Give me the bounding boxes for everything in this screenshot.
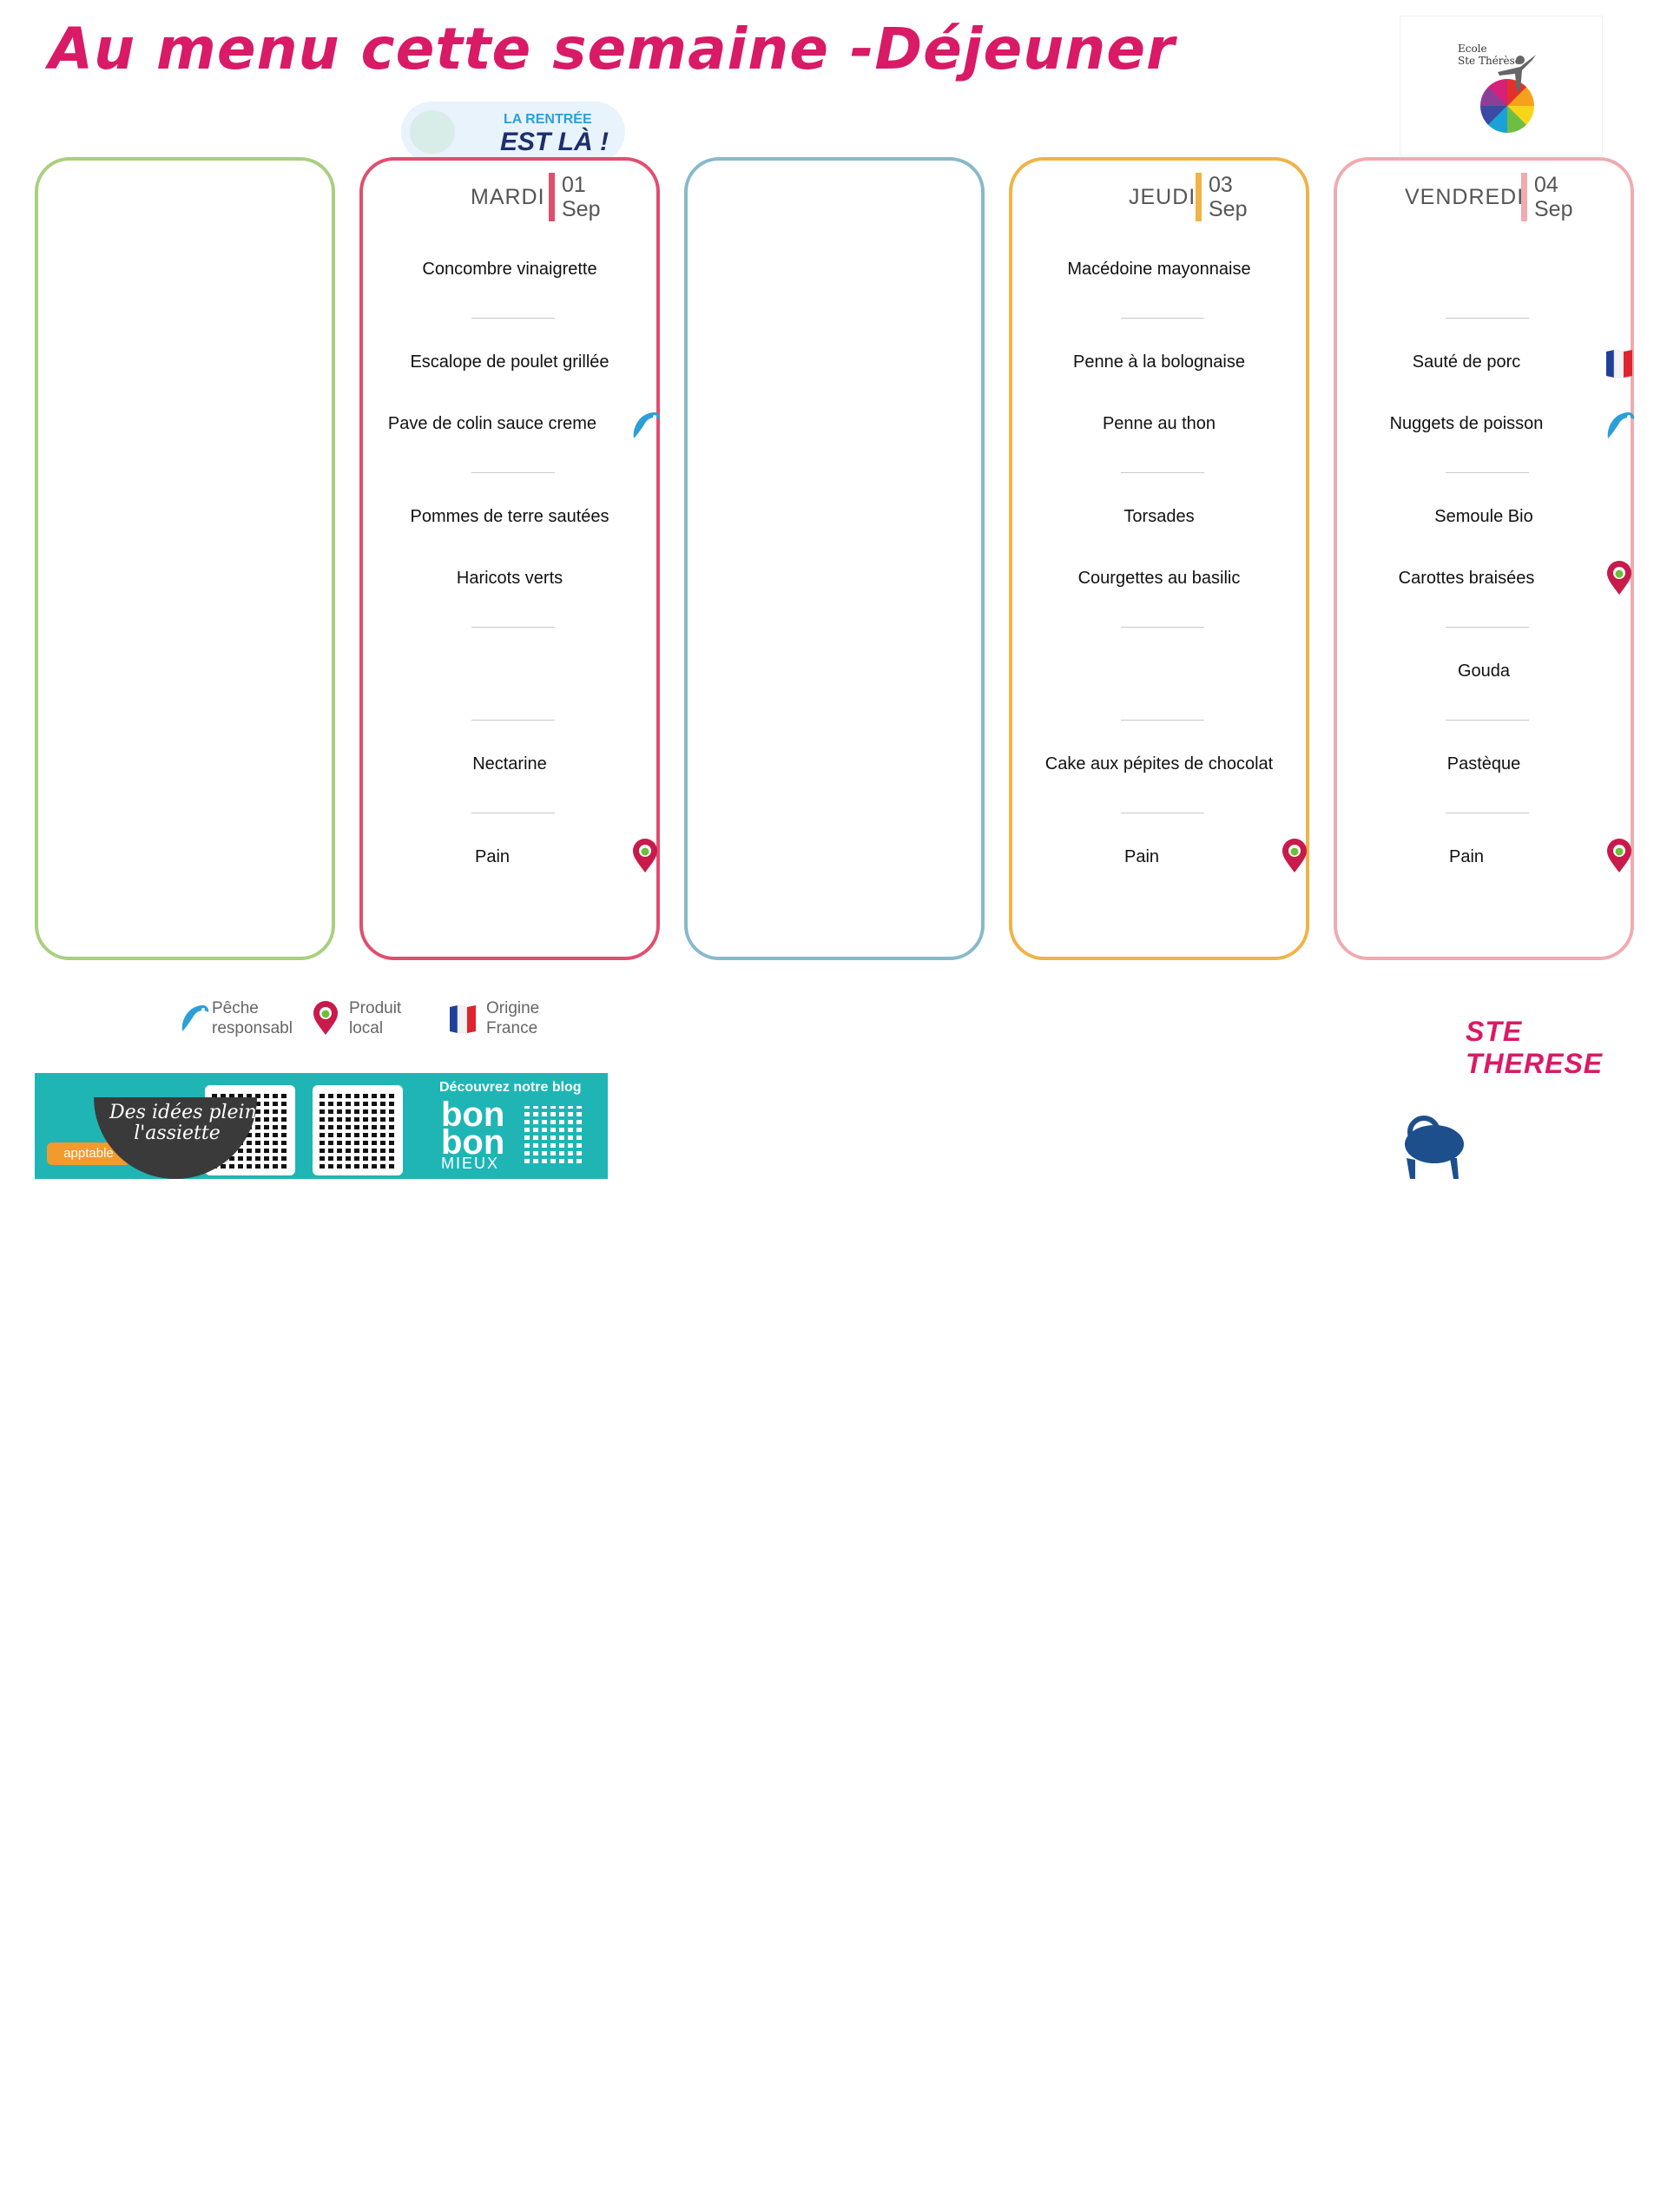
menu-item-side2: Carottes braisées bbox=[1398, 569, 1535, 588]
menu-item-main1: Sauté de porc bbox=[1412, 352, 1521, 372]
color-wheel-icon bbox=[1480, 79, 1534, 133]
separator bbox=[471, 720, 555, 721]
menu-item-side1: Torsades bbox=[1123, 507, 1195, 526]
rentree-badge: LA RENTRÉE EST LÀ ! bbox=[401, 102, 625, 162]
school-logo: Ecole Ste Thérèse bbox=[1400, 16, 1603, 156]
separator bbox=[1121, 472, 1204, 473]
menu-item-starter: Macédoine mayonnaise bbox=[1067, 260, 1251, 279]
local-pin-icon bbox=[1607, 839, 1631, 872]
qr-code bbox=[517, 1099, 589, 1170]
menu-item-side1: Pommes de terre sautées bbox=[410, 507, 609, 526]
day-number: 03 bbox=[1209, 173, 1233, 197]
separator bbox=[1446, 627, 1529, 628]
blog-title: Découvrez notre blog bbox=[439, 1080, 582, 1095]
separator bbox=[1446, 720, 1529, 721]
menu-item-cheese: Gouda bbox=[1457, 662, 1511, 681]
day-name: JEUDI bbox=[1129, 185, 1196, 209]
menu-item-bread: Pain bbox=[1448, 847, 1485, 866]
day-divider bbox=[1196, 173, 1202, 221]
separator bbox=[1121, 627, 1204, 628]
menu-item-side2: Courgettes au basilic bbox=[1077, 569, 1241, 588]
fish-icon bbox=[1607, 412, 1635, 438]
day-divider bbox=[1521, 173, 1527, 221]
badge-line2: EST LÀ ! bbox=[500, 128, 609, 156]
day-column-3 bbox=[684, 157, 985, 960]
menu-item-side2: Haricots verts bbox=[456, 569, 563, 588]
france-flag-icon bbox=[450, 1004, 476, 1034]
separator bbox=[1121, 720, 1204, 721]
page-title: Au menu cette semaine -Déjeuner bbox=[49, 16, 1176, 82]
local-pin-icon bbox=[313, 1001, 338, 1035]
menu-item-bread: Pain bbox=[474, 847, 511, 866]
separator bbox=[471, 627, 555, 628]
menu-item-side1: Semoule Bio bbox=[1434, 507, 1533, 526]
bowl-logo-text: Des idées plein l'assiette bbox=[109, 1102, 257, 1144]
bonbon-logo: bon bon bbox=[441, 1096, 505, 1162]
day-number: 04 bbox=[1534, 173, 1558, 197]
day-column-vendredi: VENDREDI 04 Sep Sauté de porc Nuggets de… bbox=[1334, 157, 1635, 960]
france-flag-icon bbox=[1606, 349, 1632, 379]
day-column-1 bbox=[35, 157, 335, 960]
badge-line1: LA RENTRÉE bbox=[504, 112, 592, 127]
local-pin-icon bbox=[1607, 561, 1631, 595]
fish-icon bbox=[633, 412, 661, 438]
bison-logo-icon bbox=[1405, 1116, 1464, 1179]
day-month: Sep bbox=[1534, 197, 1573, 221]
school-logo-text: Ecole Ste Thérèse bbox=[1458, 43, 1521, 67]
separator bbox=[1121, 318, 1204, 319]
menu-item-bread: Pain bbox=[1123, 847, 1160, 866]
separator bbox=[1446, 318, 1529, 319]
menu-item-main2: Nuggets de poisson bbox=[1389, 414, 1544, 433]
menu-item-dessert: Nectarine bbox=[472, 754, 547, 774]
separator bbox=[471, 318, 555, 319]
fish-icon bbox=[181, 1005, 209, 1031]
separator bbox=[471, 472, 555, 473]
legend-france: Origine France bbox=[486, 999, 540, 1037]
day-month: Sep bbox=[1209, 197, 1248, 221]
day-name: VENDREDI bbox=[1405, 185, 1525, 209]
menu-item-dessert: Pastèque bbox=[1446, 754, 1521, 774]
menu-item-main2: Pave de colin sauce creme bbox=[387, 414, 597, 433]
local-pin-icon bbox=[1282, 839, 1307, 872]
separator bbox=[1446, 472, 1529, 473]
day-column-mardi: MARDI 01 Sep Concombre vinaigrette Escal… bbox=[359, 157, 661, 960]
menu-item-dessert: Cake aux pépites de chocolat bbox=[1044, 754, 1274, 774]
menu-item-main2: Penne au thon bbox=[1102, 414, 1216, 433]
qr-code bbox=[313, 1085, 403, 1175]
app-download-text: Télé App' bbox=[52, 2162, 94, 2209]
day-column-jeudi: JEUDI 03 Sep Macédoine mayonnaise Penne … bbox=[1009, 157, 1309, 960]
school-name: STE THERESE bbox=[1466, 1016, 1604, 1079]
backpack-icon bbox=[410, 110, 455, 154]
menu-item-starter: Concombre vinaigrette bbox=[422, 260, 597, 279]
day-month: Sep bbox=[562, 197, 601, 221]
day-divider bbox=[549, 173, 555, 221]
day-name: MARDI bbox=[471, 185, 545, 209]
bonbon-tagline: MIEUX bbox=[441, 1155, 500, 1172]
menu-item-main1: Penne à la bolognaise bbox=[1073, 352, 1245, 372]
legend-peche: Pêche responsabl bbox=[212, 999, 293, 1037]
local-pin-icon bbox=[633, 839, 657, 872]
day-number: 01 bbox=[562, 173, 586, 197]
menu-item-main1: Escalope de poulet grillée bbox=[410, 352, 609, 372]
legend-local: Produit local bbox=[349, 999, 402, 1037]
person-icon bbox=[1498, 55, 1536, 91]
